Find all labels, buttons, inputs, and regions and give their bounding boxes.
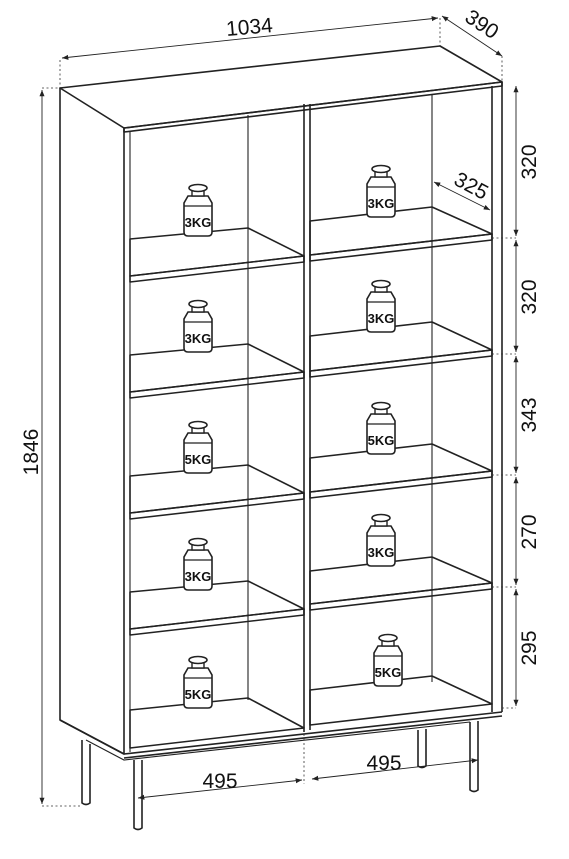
- weight-label: 3KG: [368, 196, 395, 211]
- weight-label: 5KG: [375, 665, 402, 680]
- right-shelves: [309, 206, 493, 726]
- weight-label: 3KG: [185, 331, 212, 346]
- right-height-label-1: 320: [518, 144, 541, 179]
- weight-icon: 5KG: [373, 633, 403, 687]
- weight-label: 3KG: [185, 569, 212, 584]
- weight-icon: 3KG: [183, 299, 213, 353]
- left-compartment-width-label: 495: [202, 770, 237, 793]
- weight-icon: 5KG: [366, 401, 396, 455]
- weight-label: 5KG: [185, 452, 212, 467]
- weight-label: 5KG: [368, 433, 395, 448]
- weight-icon: 3KG: [366, 164, 396, 218]
- weight-label: 3KG: [185, 215, 212, 230]
- width-label: 1034: [225, 14, 274, 41]
- weight-icon: 3KG: [366, 513, 396, 567]
- right-height-label-4: 270: [518, 514, 541, 549]
- load-weights: 3KG 3KG 5KG 3KG 5KG 3KG 3KG 5KG 3KG 5KG: [183, 164, 403, 709]
- right-height-label-2: 320: [518, 279, 541, 314]
- weight-icon: 3KG: [183, 537, 213, 591]
- height-label: 1846: [20, 429, 43, 476]
- weight-label: 3KG: [368, 545, 395, 560]
- cabinet-body: [59, 45, 503, 761]
- weight-icon: 5KG: [183, 655, 213, 709]
- weight-icon: 3KG: [183, 183, 213, 237]
- weight-icon: 3KG: [366, 279, 396, 333]
- weight-label: 5KG: [185, 687, 212, 702]
- right-height-label-5: 295: [518, 630, 541, 665]
- dimension-lines: [39, 15, 519, 807]
- right-compartment-width-label: 495: [366, 752, 401, 775]
- right-height-label-3: 343: [518, 397, 541, 432]
- shelf-depth-label: 325: [450, 168, 492, 205]
- depth-label: 390: [461, 5, 503, 44]
- weight-label: 3KG: [368, 311, 395, 326]
- weight-icon: 5KG: [183, 420, 213, 474]
- left-shelves: [129, 227, 305, 749]
